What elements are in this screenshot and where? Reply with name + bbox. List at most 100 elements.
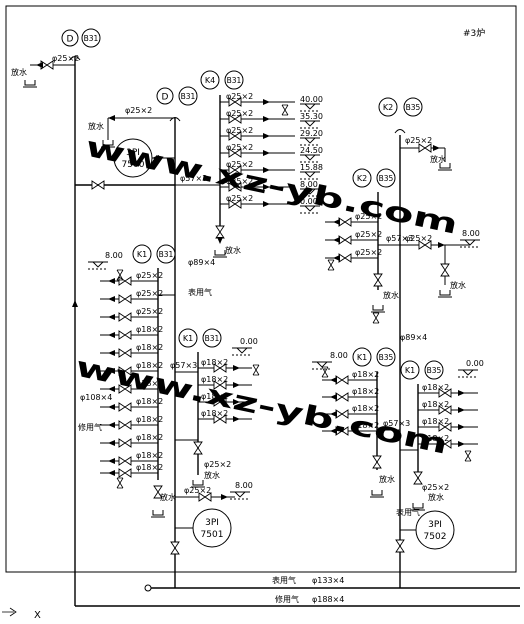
svg-text:8.00: 8.00 <box>330 351 348 360</box>
svg-text:B31: B31 <box>181 92 196 101</box>
svg-text:φ25×2: φ25×2 <box>226 160 253 169</box>
tag-d-top <box>61 29 79 47</box>
svg-text:放水: 放水 <box>204 470 220 480</box>
svg-text:3PI: 3PI <box>126 148 140 158</box>
svg-text:φ18×2: φ18×2 <box>136 343 163 352</box>
svg-text:B35: B35 <box>379 353 394 362</box>
tag-b31-left <box>156 244 176 264</box>
drawing-number: #3炉 <box>463 27 485 39</box>
svg-text:放水: 放水 <box>160 492 176 502</box>
svg-text:φ18×2: φ18×2 <box>136 325 163 334</box>
svg-text:φ18×2: φ18×2 <box>136 415 163 424</box>
svg-text:15.88: 15.88 <box>300 163 323 172</box>
svg-text:8.00: 8.00 <box>300 180 318 189</box>
upper-branch-k4: D B31 φ25×2 放水 3PI 7500 K4 B31 φ57×3 φ25… <box>88 70 323 267</box>
svg-text:B31: B31 <box>84 34 99 43</box>
tag-k1-r1 <box>352 347 372 367</box>
drawing-frame <box>5 5 517 573</box>
svg-text:24.50: 24.50 <box>300 146 323 155</box>
svg-text:K1: K1 <box>405 366 415 375</box>
svg-text:表用气: 表用气 <box>396 507 420 517</box>
unit-7502 <box>415 510 455 550</box>
svg-text:K1: K1 <box>183 334 193 343</box>
svg-text:φ18×2: φ18×2 <box>136 397 163 406</box>
svg-text:8.00: 8.00 <box>105 251 123 260</box>
svg-text:3PI: 3PI <box>205 518 219 528</box>
tag-b35-r1 <box>376 347 396 367</box>
svg-text:φ18×2: φ18×2 <box>422 434 449 443</box>
meter-air-header-label: 表用气 <box>272 575 296 585</box>
corner-x-icon: X <box>34 610 41 621</box>
svg-text:放水: 放水 <box>383 290 399 300</box>
svg-text:放水: 放水 <box>225 245 241 255</box>
svg-text:B31: B31 <box>159 250 174 259</box>
svg-text:φ25×2: φ25×2 <box>355 248 382 257</box>
svg-text:K2: K2 <box>383 103 393 112</box>
svg-text:φ25×2: φ25×2 <box>226 194 253 203</box>
tag-k2-mid <box>352 168 372 188</box>
svg-text:B35: B35 <box>427 366 442 375</box>
repair-air-label: 修用气 <box>78 422 102 432</box>
svg-text:B31: B31 <box>205 334 220 343</box>
svg-text:φ57×3: φ57×3 <box>386 234 413 243</box>
svg-text:φ18×2: φ18×2 <box>422 400 449 409</box>
svg-text:φ18×2: φ18×2 <box>136 379 163 388</box>
svg-text:φ18×2: φ18×2 <box>201 409 228 418</box>
svg-text:D: D <box>67 35 74 45</box>
svg-text:φ18×2: φ18×2 <box>136 361 163 370</box>
tag-b35-r2 <box>424 360 444 380</box>
svg-text:φ18×2: φ18×2 <box>352 421 379 430</box>
svg-text:D: D <box>162 93 169 103</box>
svg-text:放水: 放水 <box>450 280 466 290</box>
svg-text:φ25×2: φ25×2 <box>226 109 253 118</box>
svg-text:φ18×2: φ18×2 <box>201 358 228 367</box>
svg-text:K4: K4 <box>205 76 215 85</box>
svg-text:φ18×2: φ18×2 <box>422 383 449 392</box>
svg-text:40.00: 40.00 <box>300 95 323 104</box>
svg-text:φ25×2: φ25×2 <box>136 307 163 316</box>
tag-k1-r2 <box>400 360 420 380</box>
svg-text:φ25×2: φ25×2 <box>226 143 253 152</box>
svg-text:7500: 7500 <box>122 160 145 170</box>
svg-text:φ57×3: φ57×3 <box>383 419 410 428</box>
svg-text:放水: 放水 <box>430 154 446 164</box>
drain-label: 放水 <box>11 67 27 77</box>
svg-text:B35: B35 <box>379 174 394 183</box>
svg-text:φ18×2: φ18×2 <box>136 433 163 442</box>
pipe-size-label: φ25×2 <box>52 54 79 63</box>
svg-text:φ25×2: φ25×2 <box>204 460 231 469</box>
lower-branch-k1-b35-b: K1 B35 0.00 φ18×2 φ18×2 φ18×2 φ18×2 φ25×… <box>395 359 484 553</box>
svg-text:3PI: 3PI <box>428 520 442 530</box>
svg-text:φ25×2: φ25×2 <box>184 486 211 495</box>
svg-text:8.00: 8.00 <box>235 481 253 490</box>
tag-b31-k4 <box>224 70 244 90</box>
repair-air-header-label: 修用气 <box>275 594 299 604</box>
svg-text:φ18×2: φ18×2 <box>352 370 379 379</box>
svg-text:φ57×3: φ57×3 <box>170 361 197 370</box>
k4-branch-rows: φ25×2 φ25×2 φ25×2 φ25×2 φ25×2 φ25×2 φ25×… <box>220 92 295 209</box>
svg-text:0.00: 0.00 <box>240 337 258 346</box>
svg-text:放水: 放水 <box>428 492 444 502</box>
svg-text:φ25×2: φ25×2 <box>226 92 253 101</box>
tag-b31-top <box>81 28 101 48</box>
svg-text:φ18×2: φ18×2 <box>422 417 449 426</box>
middle-branch-k1: K1 B31 0.00 φ57×3 φ18×2 φ18×2 φ18×2 φ18×… <box>170 328 260 555</box>
svg-text:29.20: 29.20 <box>300 129 323 138</box>
lower-branch-k1-b35-a: K1 B35 8.00 φ57×3 φ18×2 φ18×2 φ18×2 φ18×… <box>311 347 410 498</box>
svg-text:φ25×2: φ25×2 <box>226 126 253 135</box>
svg-text:7501: 7501 <box>201 530 224 540</box>
svg-text:φ25×2: φ25×2 <box>405 136 432 145</box>
svg-text:放水: 放水 <box>88 121 104 131</box>
svg-text:φ25×2: φ25×2 <box>125 106 152 115</box>
tag-b35-mid <box>376 168 396 188</box>
tag-k1-left <box>132 244 152 264</box>
tag-b35-right <box>403 97 423 117</box>
unit-7501 <box>192 508 232 548</box>
svg-text:B31: B31 <box>227 76 242 85</box>
tag-b31-mid2 <box>202 328 222 348</box>
tag-k4 <box>200 70 220 90</box>
svg-text:φ25×2: φ25×2 <box>355 230 382 239</box>
svg-text:φ25×2: φ25×2 <box>136 271 163 280</box>
svg-text:K2: K2 <box>357 174 367 183</box>
